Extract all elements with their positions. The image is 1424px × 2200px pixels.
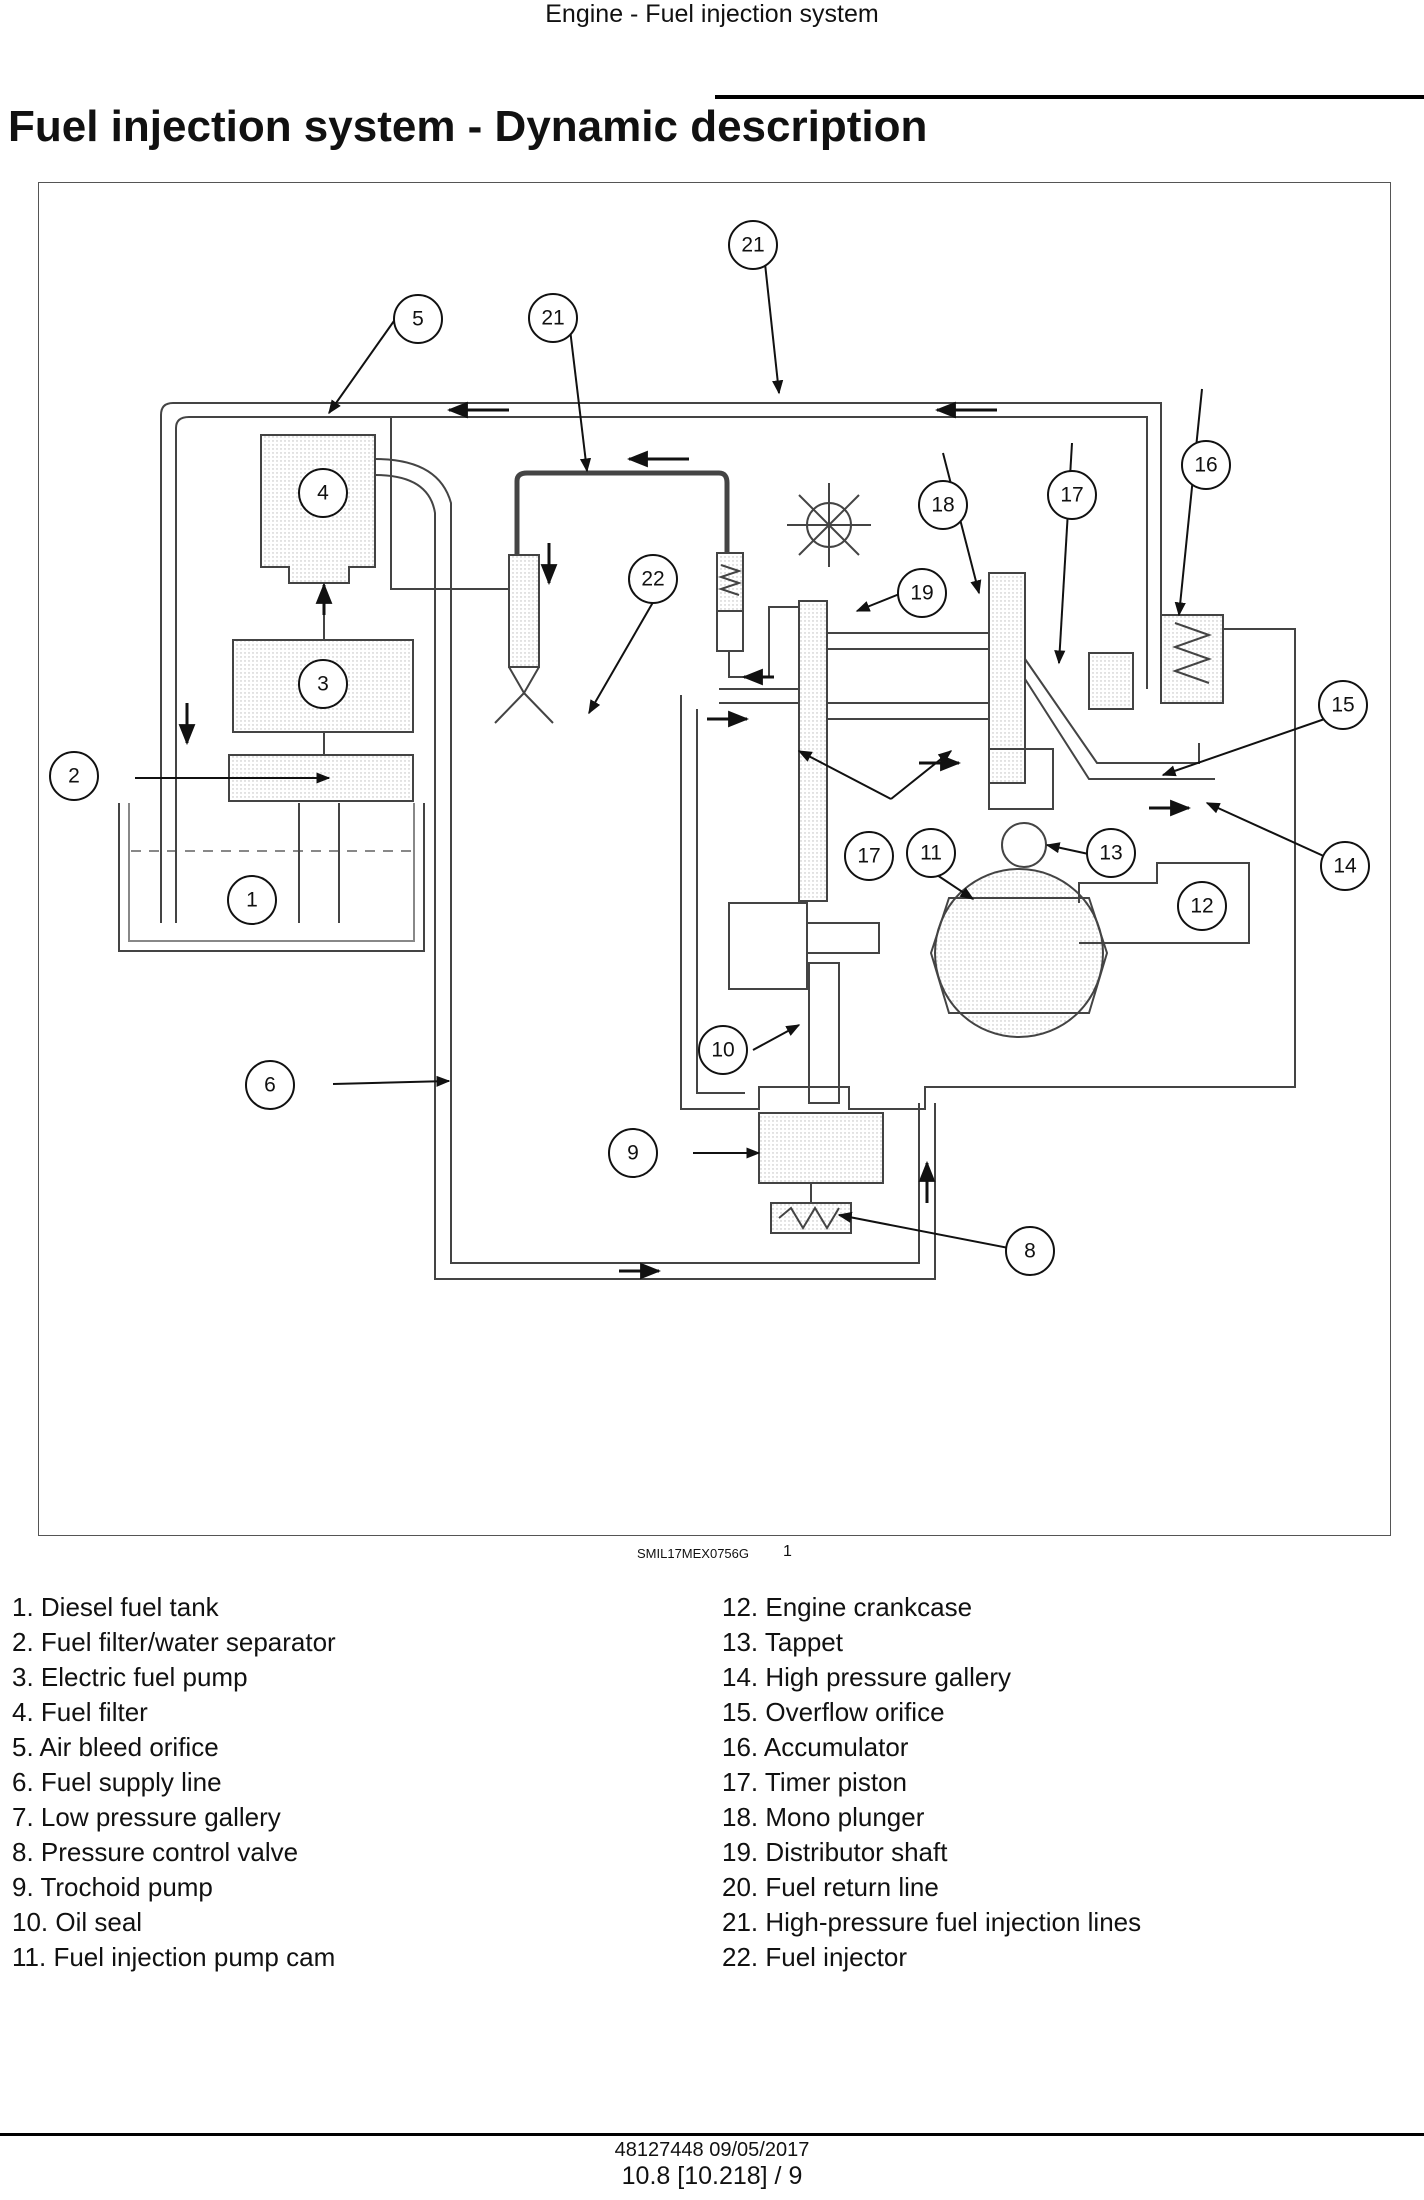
callout-label: 5 xyxy=(412,308,424,331)
mono-plunger xyxy=(988,572,1026,784)
callout-label: 3 xyxy=(317,673,329,696)
legend-item: 6. Fuel supply line xyxy=(12,1767,222,1797)
figure-number: 1 xyxy=(783,1543,792,1560)
fuel-system-diagram: 21 5 21 4 16 18 17 19 22 3 15 2 17 11 13… xyxy=(38,182,1391,1536)
legend-item: 16. Accumulator xyxy=(722,1732,909,1762)
engine-crankcase xyxy=(1078,862,1250,944)
legend-item: 5. Air bleed orifice xyxy=(12,1732,219,1762)
legend-item: 12. Engine crankcase xyxy=(722,1592,973,1622)
callout-label: 9 xyxy=(627,1142,639,1165)
legend-item: 7. Low pressure gallery xyxy=(12,1802,281,1832)
legend-item: 22. Fuel injector xyxy=(722,1942,907,1972)
callout-label: 14 xyxy=(1333,855,1357,878)
callout-label: 18 xyxy=(931,494,954,517)
legend-item: 18. Mono plunger xyxy=(722,1802,925,1832)
callout-label: 15 xyxy=(1331,694,1354,717)
pressure-control-valve xyxy=(770,1202,852,1234)
page-reference: 10.8 [10.218] / 9 xyxy=(621,2162,803,2190)
header-rule xyxy=(715,95,1424,99)
legend-item: 17. Timer piston xyxy=(722,1767,907,1797)
legend-item: 14. High pressure gallery xyxy=(722,1662,1012,1692)
callout-label: 12 xyxy=(1190,895,1213,918)
legend-item: 2. Fuel filter/water separator xyxy=(12,1627,336,1657)
callout-label: 13 xyxy=(1099,842,1122,865)
footer-rule xyxy=(0,2133,1424,2136)
rotor-symbol xyxy=(787,483,871,567)
legend-left-column: 1. Diesel fuel tank 2. Fuel filter/water… xyxy=(12,1590,336,1975)
injection-line xyxy=(514,470,730,563)
distributor-shaft xyxy=(798,600,828,902)
legend-item: 19. Distributor shaft xyxy=(722,1837,948,1867)
callout-label: 22 xyxy=(641,568,664,591)
fuel-injector xyxy=(508,554,540,668)
fuel-supply-line xyxy=(374,458,920,1264)
legend-item: 1. Diesel fuel tank xyxy=(12,1592,219,1622)
fuel-tank xyxy=(118,803,425,952)
legend-item: 9. Trochoid pump xyxy=(12,1872,213,1902)
callout-label: 2 xyxy=(68,765,80,788)
callout-label: 4 xyxy=(317,482,329,505)
callout-label: 8 xyxy=(1024,1240,1036,1263)
callout-label: 21 xyxy=(541,307,564,330)
legend-item: 13. Tappet xyxy=(722,1627,843,1657)
tappet xyxy=(1001,822,1047,868)
low-pressure-gallery xyxy=(680,628,1296,1110)
diagram-drawing: 21 5 21 4 16 18 17 19 22 3 15 2 17 11 13… xyxy=(49,220,1370,1280)
legend-item: 20. Fuel return line xyxy=(722,1872,939,1902)
legend-item: 3. Electric fuel pump xyxy=(12,1662,248,1692)
legend-item: 10. Oil seal xyxy=(12,1907,143,1937)
figure-code: SMIL17MEX0756G xyxy=(637,1546,750,1561)
document-reference: 48127448 09/05/2017 xyxy=(614,2139,810,2161)
injection-pump-cam xyxy=(934,868,1104,1038)
legend-item: 4. Fuel filter xyxy=(12,1697,148,1727)
callout-label: 10 xyxy=(711,1039,734,1062)
page-title: Fuel injection system - Dynamic descript… xyxy=(8,102,928,151)
callout-label: 11 xyxy=(920,842,942,865)
legend-item: 8. Pressure control valve xyxy=(12,1837,299,1867)
legend-item: 15. Overflow orifice xyxy=(722,1697,945,1727)
callout-label: 17 xyxy=(857,845,880,868)
timer-piston xyxy=(1088,652,1134,710)
callout-label: 19 xyxy=(910,582,933,605)
callout-label: 21 xyxy=(741,234,764,257)
legend-right-column: 12. Engine crankcase 13. Tappet 14. High… xyxy=(722,1590,1141,1975)
callout-label: 6 xyxy=(264,1074,276,1097)
running-header: Engine - Fuel injection system xyxy=(545,0,879,28)
callout-label: 17 xyxy=(1060,484,1083,507)
legend-item: 21. High-pressure fuel injection lines xyxy=(722,1907,1142,1937)
callout-label: 16 xyxy=(1194,454,1217,477)
callout-label: 1 xyxy=(246,889,258,912)
legend-item: 11. Fuel injection pump cam xyxy=(12,1942,336,1972)
trochoid-pump xyxy=(758,1112,884,1184)
